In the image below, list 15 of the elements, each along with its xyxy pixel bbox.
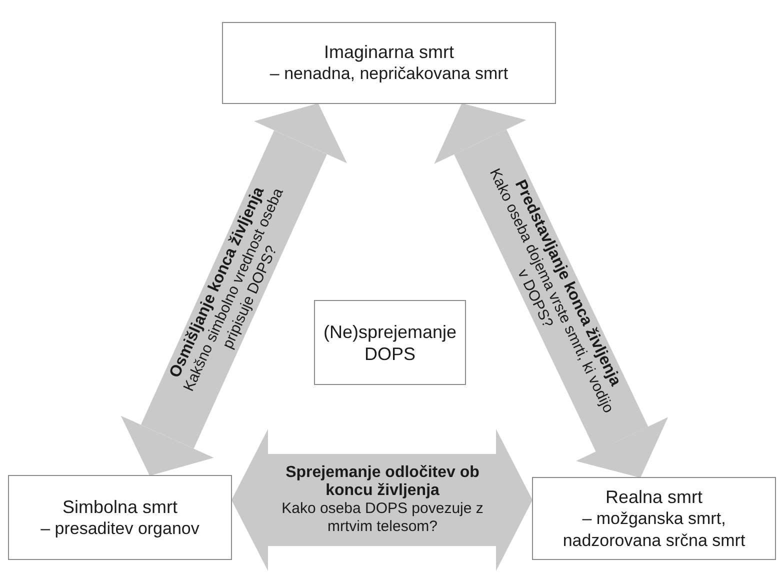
description: – nenadna, nepričakovana smrt	[270, 63, 508, 85]
description: – presaditev organov	[40, 518, 200, 540]
text-box	[532, 477, 776, 560]
text-box	[222, 22, 556, 104]
title: Simbolna smrt	[62, 496, 178, 518]
double-arrow	[434, 103, 668, 478]
description: – možganska smrt, nadzorovana srčna smrt	[562, 508, 746, 552]
text-box	[314, 300, 466, 385]
title: Imaginarna smrt	[324, 41, 454, 63]
text-box	[8, 475, 232, 560]
title: (Ne)sprejemanje DOPS	[322, 320, 458, 364]
double-arrow	[231, 429, 533, 571]
title: Realna smrt	[605, 486, 703, 508]
double-arrow	[120, 103, 347, 476]
edge-label: Sprejemanje odločitev ob koncu življenja Kako oseba DOPS povezuje z mrtvim telesom?	[280, 464, 484, 536]
